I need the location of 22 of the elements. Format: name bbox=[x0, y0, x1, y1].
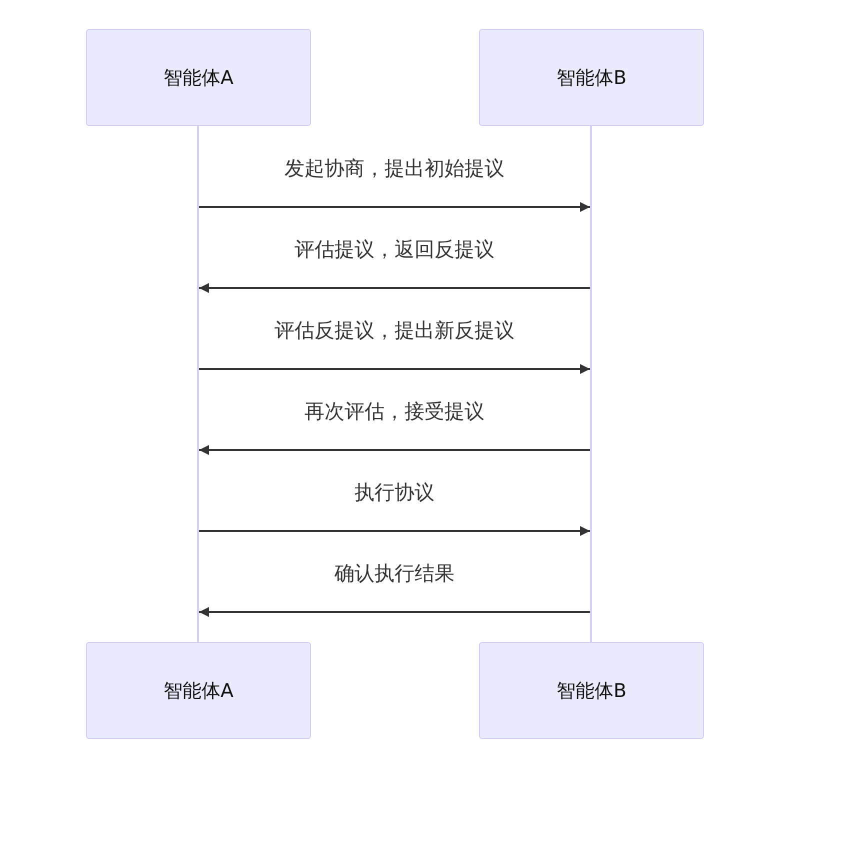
message-label: 评估反提议，提出新反提议 bbox=[274, 317, 514, 344]
message-label: 确认执行结果 bbox=[334, 560, 454, 587]
lifeline bbox=[590, 126, 592, 642]
participant-name: 智能体B bbox=[556, 678, 627, 704]
message-arrow bbox=[199, 607, 590, 617]
message-arrow bbox=[199, 202, 590, 212]
participant-name: 智能体A bbox=[164, 66, 234, 90]
message-label: 发起协商，提出初始提议 bbox=[284, 155, 504, 182]
participant-box bbox=[86, 642, 311, 739]
participant-box bbox=[86, 29, 311, 126]
participant-box bbox=[479, 642, 704, 739]
message-arrow bbox=[199, 526, 590, 536]
message-arrow bbox=[199, 364, 590, 374]
participant-name: 智能体A bbox=[164, 678, 234, 704]
message-label: 执行协议 bbox=[354, 479, 434, 506]
message-arrow bbox=[199, 445, 590, 455]
message-arrow bbox=[199, 283, 590, 293]
participant-name: 智能体B bbox=[556, 66, 627, 90]
message-label: 评估提议，返回反提议 bbox=[294, 236, 494, 263]
lifeline bbox=[197, 126, 199, 642]
participant-box bbox=[479, 29, 704, 126]
message-label: 再次评估，接受提议 bbox=[304, 398, 484, 425]
